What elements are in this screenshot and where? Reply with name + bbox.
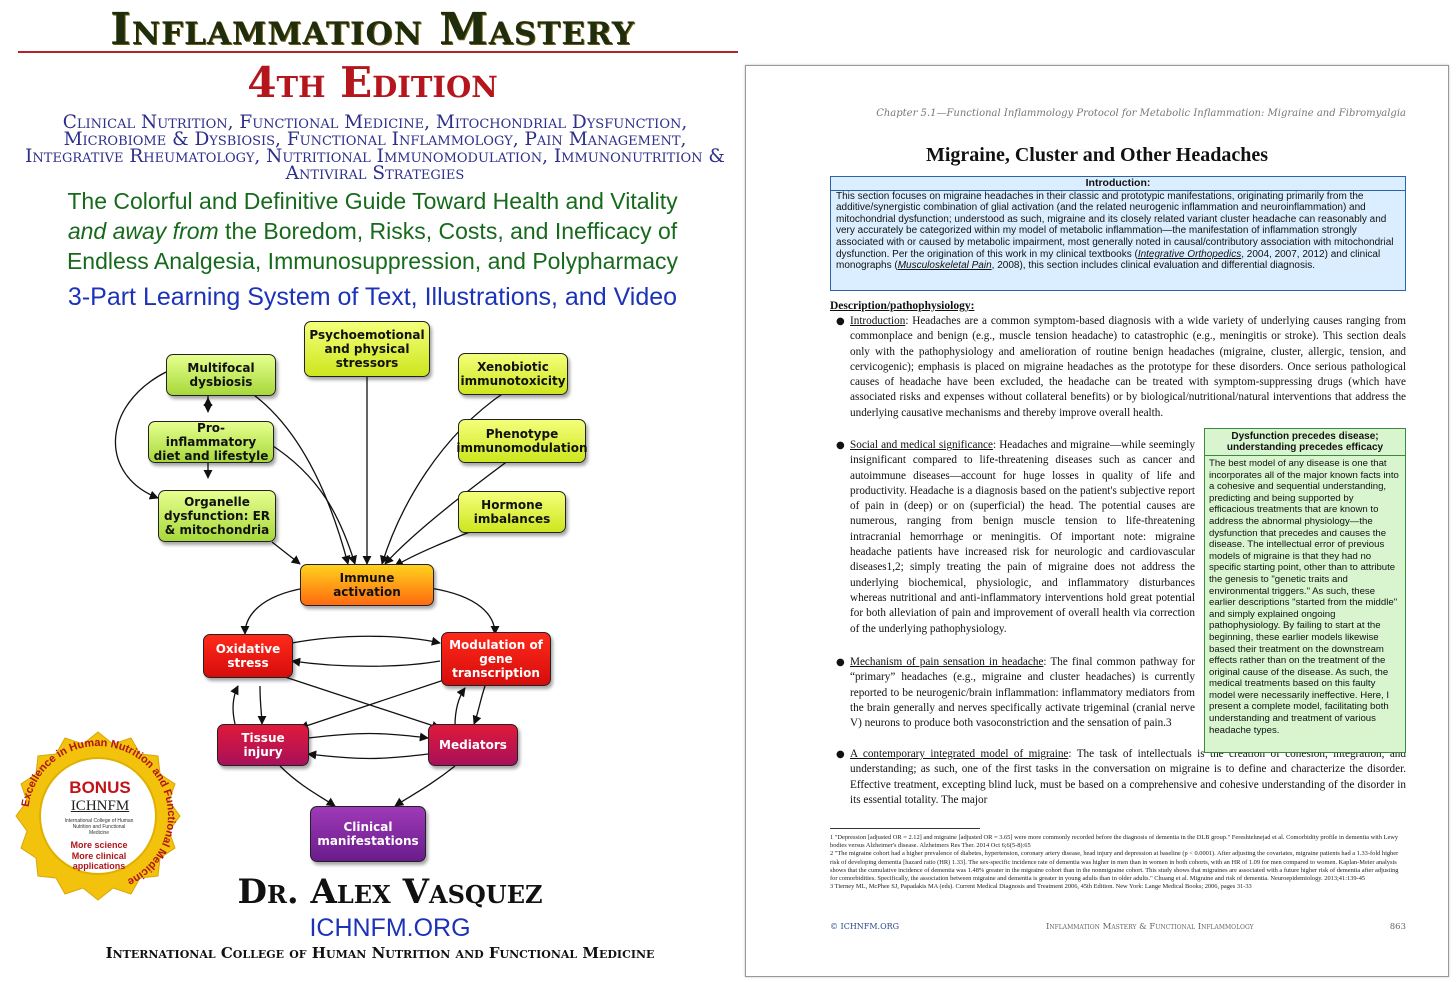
- node-oxidative-stress: Oxidative stress: [203, 634, 293, 678]
- p3-text: : The final common pathway for “primary”…: [850, 656, 1195, 730]
- seal-more-2: More clinical: [71, 850, 127, 861]
- tagline-line-3: Endless Analgesia, Immunosuppression, an…: [66, 248, 679, 274]
- seal-more-1: More science: [70, 840, 128, 850]
- cover-website: ICHNFM.ORG: [309, 914, 471, 942]
- paragraph-mechanism: Mechanism of pain sensation in headache:…: [850, 655, 1195, 731]
- node-clinical: Clinical manifestations: [310, 806, 426, 862]
- footnote-rule: [830, 828, 980, 829]
- node-multifocal-dysbiosis: Multifocal dysbiosis: [166, 354, 276, 396]
- intro-ref-musculoskeletal-pain: Musculoskeletal Pain: [897, 260, 992, 272]
- cover-edition: 4th Edition: [247, 58, 498, 107]
- seal-small-text: International College of Human Nutrition…: [64, 818, 134, 836]
- node-tissue-injury: Tissue injury: [217, 724, 309, 766]
- cover-tagline: The Colorful and Definitive Guide Toward…: [0, 186, 745, 276]
- intro-text-b: , 2004, 2007, 2012) and clinical monogra…: [836, 248, 1381, 272]
- footnote-3: 3 Tierney ML, McPhee SJ, Papadakis MA (e…: [830, 883, 1252, 891]
- inflammation-flow-diagram: Psychoemotional and physical stressors M…: [0, 316, 745, 876]
- seal-more: More science More clinical applications: [54, 840, 144, 872]
- sidebar-box: Dysfunction precedes disease; understand…: [1204, 428, 1406, 753]
- paragraph-introduction: Introduction: Headaches are a common sym…: [850, 314, 1406, 421]
- p3-lead: Mechanism of pain sensation in headache: [850, 656, 1044, 668]
- description-heading: Description/pathophysiology:: [830, 300, 975, 312]
- node-mediators: Mediators: [428, 724, 518, 766]
- node-modulation: Modulation of gene transcription: [441, 632, 551, 686]
- page-number: 863: [1389, 922, 1406, 932]
- learning-system-line: 3-Part Learning System of Text, Illustra…: [67, 283, 678, 311]
- p2-text: : Headaches and migraine—while seemingly…: [850, 439, 1195, 635]
- intro-box: Introduction: This section focuses on mi…: [830, 176, 1406, 291]
- seal-org: ICHNFM: [70, 798, 130, 814]
- seal-bonus: BONUS: [69, 778, 131, 797]
- bonus-seal: Excellence in Human Nutrition and Functi…: [12, 730, 184, 902]
- footer-book-title: Inflammation Mastery & Functional Inflam…: [1046, 922, 1254, 932]
- intro-heading: Introduction:: [831, 177, 1405, 191]
- node-hormone: Hormone imbalances: [458, 491, 566, 533]
- node-phenotype: Phenotype immunomodulation: [456, 419, 588, 463]
- node-xenobiotic: Xenobiotic immunotoxicity: [458, 353, 568, 395]
- running-head: Chapter 5.1—Functional Inflammology Prot…: [876, 108, 1406, 119]
- seal-graphic: Excellence in Human Nutrition and Functi…: [15, 731, 181, 901]
- tagline-line-2-rest: the Boredom, Risks, Costs, and Inefficac…: [218, 218, 678, 244]
- p4-text: : The task of intellectuals is the creat…: [850, 748, 1406, 806]
- p1-text: : Headaches are a common symptom-based d…: [850, 315, 1406, 419]
- footnote-1: 1 "Depression [adjusted OR = 2.12] and m…: [830, 834, 1399, 850]
- node-organelle: Organelle dysfunction: ER & mitochondria: [158, 490, 276, 542]
- tagline-italic: and away from: [67, 218, 219, 244]
- bullet-3: ●: [836, 657, 845, 668]
- author-name: Dr. Alex Vasquez: [237, 872, 543, 912]
- book-cover: Inflammation Mastery 4th Edition Clinica…: [0, 4, 745, 962]
- footnote-2: 2 "The migraine cohort had a higher prev…: [830, 850, 1399, 883]
- node-psychoemotional: Psychoemotional and physical stressors: [304, 321, 430, 377]
- cover-topics: Clinical Nutrition, Functional Medicine,…: [25, 112, 725, 184]
- intro-text-a: This section focuses on migraine headach…: [836, 190, 1394, 260]
- seal-more-3: applications: [72, 861, 126, 871]
- title-underline: [18, 51, 738, 53]
- bullet-1: ●: [836, 316, 845, 327]
- p1-lead: Introduction: [850, 315, 906, 327]
- sidebar-text: The best model of any disease is one tha…: [1209, 458, 1399, 736]
- bullet-2: ●: [836, 440, 845, 451]
- p2-lead: Social and medical significance: [850, 439, 993, 451]
- textbook-page: Chapter 5.1—Functional Inflammology Prot…: [745, 65, 1449, 977]
- node-proinflammatory-diet: Pro-inflammatory diet and lifestyle: [148, 421, 274, 463]
- intro-text: This section focuses on migraine headach…: [836, 191, 1400, 272]
- intro-text-c: , 2008), this section includes clinical …: [991, 260, 1315, 272]
- cover-title: Inflammation Mastery: [110, 4, 635, 55]
- paragraph-significance: Social and medical significance: Headach…: [850, 438, 1195, 637]
- p4-lead: A contemporary integrated model of migra…: [850, 748, 1069, 760]
- intro-ref-integrative-orthopedics: Integrative Orthopedics: [1137, 248, 1242, 260]
- diagram-arrows: [114, 371, 521, 807]
- paragraph-model: A contemporary integrated model of migra…: [850, 747, 1406, 808]
- footnotes: 1 "Depression [adjusted OR = 2.12] and m…: [830, 834, 1406, 891]
- footer-copyright: © ICHNFM.ORG: [830, 922, 900, 931]
- section-title: Migraine, Cluster and Other Headaches: [925, 144, 1269, 166]
- tagline-line-2: and away from the Boredom, Risks, Costs,…: [0, 216, 745, 246]
- college-name: International College of Human Nutrition…: [105, 944, 655, 962]
- tagline-line-1: The Colorful and Definitive Guide Toward…: [67, 188, 678, 214]
- node-immune-activation: Immune activation: [300, 564, 434, 606]
- sidebar-heading: Dysfunction precedes disease; understand…: [1205, 431, 1405, 456]
- bullet-4: ●: [836, 749, 845, 760]
